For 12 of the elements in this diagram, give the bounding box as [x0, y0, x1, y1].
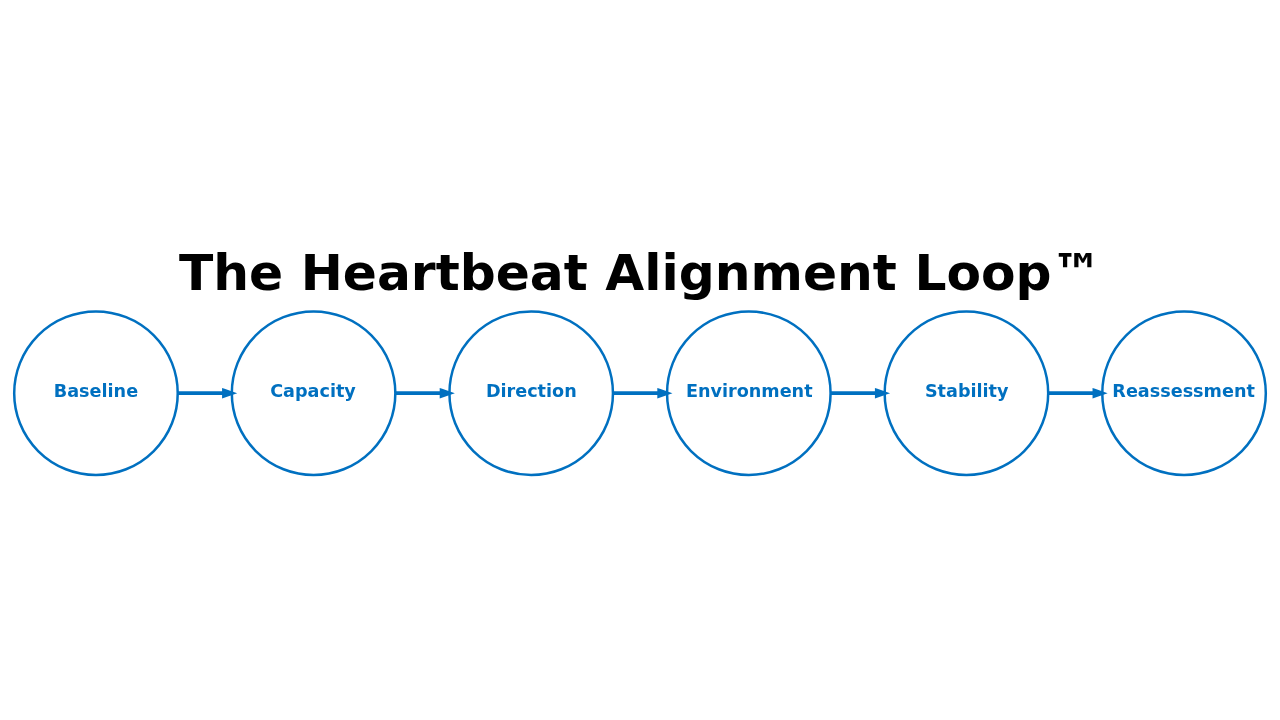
- node-circle: Reassessment: [1101, 309, 1268, 476]
- diagram-title: The Heartbeat Alignment Loop™: [178, 242, 1102, 302]
- arrow: [1048, 387, 1108, 398]
- node-circle: Environment: [665, 309, 832, 476]
- arrow: [177, 387, 238, 398]
- node-circle: Capacity: [230, 309, 397, 476]
- node-circle: Direction: [448, 309, 615, 476]
- node-circle: Stability: [883, 309, 1050, 476]
- arrow: [613, 387, 673, 398]
- node-circle: Baseline: [12, 309, 179, 476]
- arrow: [395, 387, 455, 398]
- arrow: [830, 387, 891, 398]
